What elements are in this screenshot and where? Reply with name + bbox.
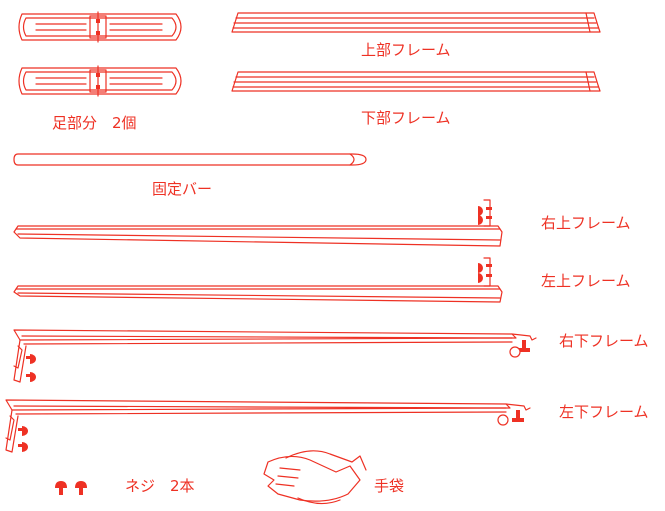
frame-rail-icon [13, 199, 503, 247]
frame-rail-icon [231, 12, 601, 33]
frame-rail-icon [5, 399, 531, 453]
upper-frame-label: 上部フレーム [361, 41, 451, 59]
upper-right-frame-label: 右上フレーム [541, 214, 631, 232]
screw-icon [55, 481, 67, 495]
lower-left-frame-label: 左下フレーム [559, 403, 649, 421]
glove-icon [263, 450, 367, 505]
upper-left-frame-label: 左上フレーム [541, 272, 631, 290]
frame-rail-icon [13, 329, 537, 383]
fixing-bar-icon [13, 153, 367, 166]
foot-part-icon [18, 65, 182, 97]
fixing-bar-label: 固定バー [152, 180, 213, 198]
lower-right-frame-label: 右下フレーム [559, 332, 649, 350]
frame-rail-icon [13, 257, 503, 303]
feet-label: 足部分 2個 [52, 114, 137, 132]
screws-label: ネジ 2本 [125, 477, 195, 495]
lower-frame-label: 下部フレーム [361, 109, 451, 127]
foot-part-icon [18, 11, 182, 43]
frame-rail-icon [231, 71, 601, 92]
gloves-label: 手袋 [374, 477, 405, 495]
screw-icon [75, 481, 87, 495]
